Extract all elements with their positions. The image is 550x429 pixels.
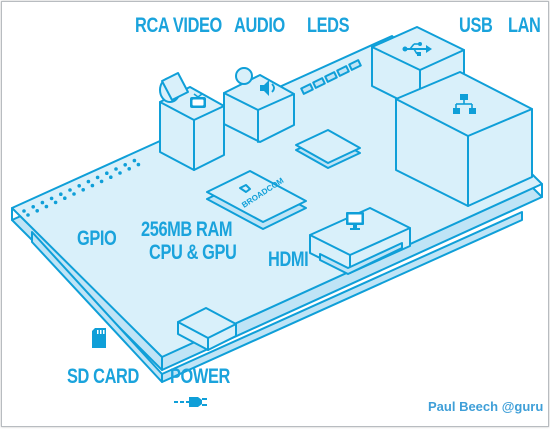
micro-usb-power-connector	[177, 307, 237, 351]
gpio-pin	[63, 196, 67, 200]
soc-chip: BROADCOM	[206, 170, 307, 230]
label-lan: LAN	[508, 14, 541, 37]
gpio-pin	[136, 162, 141, 167]
gpio-pin	[31, 205, 35, 209]
gpio-pin	[81, 188, 85, 192]
rca-video-connector	[159, 72, 225, 171]
label-power: POWER	[170, 365, 230, 388]
gpio-pin	[44, 204, 49, 209]
led-row	[300, 59, 362, 95]
gpio-pin	[22, 209, 26, 213]
gpio-pin	[99, 179, 104, 184]
gpio-pin	[127, 167, 131, 171]
hdmi-connector	[309, 207, 411, 275]
label-leds: LEDS	[307, 14, 350, 37]
gpio-header	[22, 158, 141, 217]
label-sd-card: SD CARD	[67, 365, 139, 388]
gpio-pin	[132, 158, 137, 163]
gpio-pin	[77, 184, 81, 188]
gpio-pin	[86, 179, 91, 184]
gpio-pin	[59, 192, 63, 196]
sd-card-icon	[92, 328, 106, 348]
network-icon	[453, 94, 476, 114]
audio-connector	[223, 67, 295, 143]
monitor-icon	[346, 212, 364, 230]
label-ram-line2: CPU & GPU	[149, 241, 237, 264]
tv-icon	[190, 93, 206, 108]
label-rca-video: RCA VIDEO	[135, 14, 222, 37]
gpio-pin	[123, 163, 127, 167]
usb-icon	[402, 42, 432, 56]
power-plug-icon	[174, 397, 207, 407]
label-gpio: GPIO	[77, 227, 117, 250]
gpio-pin	[95, 175, 100, 180]
gpio-pin	[68, 188, 72, 192]
label-audio: AUDIO	[234, 14, 285, 37]
lan-connector	[395, 71, 533, 207]
label-hdmi: HDMI	[268, 248, 309, 271]
gpio-pin	[72, 192, 76, 196]
author-credit: Paul Beech @guru	[428, 399, 544, 414]
gpio-pin	[118, 171, 122, 175]
gpio-pin	[35, 209, 39, 213]
gpio-pin	[53, 200, 58, 205]
small-chip	[295, 129, 361, 169]
gpio-pin	[40, 200, 45, 205]
label-ram-line1: 256MB RAM	[141, 218, 233, 241]
speaker-icon	[260, 80, 275, 96]
gpio-pin	[49, 196, 54, 201]
gpio-pin	[26, 213, 30, 217]
gpio-pin	[109, 175, 113, 179]
label-usb: USB	[459, 14, 493, 37]
gpio-pin	[90, 183, 95, 188]
gpio-pin	[114, 167, 118, 171]
gpio-pin	[105, 171, 109, 175]
